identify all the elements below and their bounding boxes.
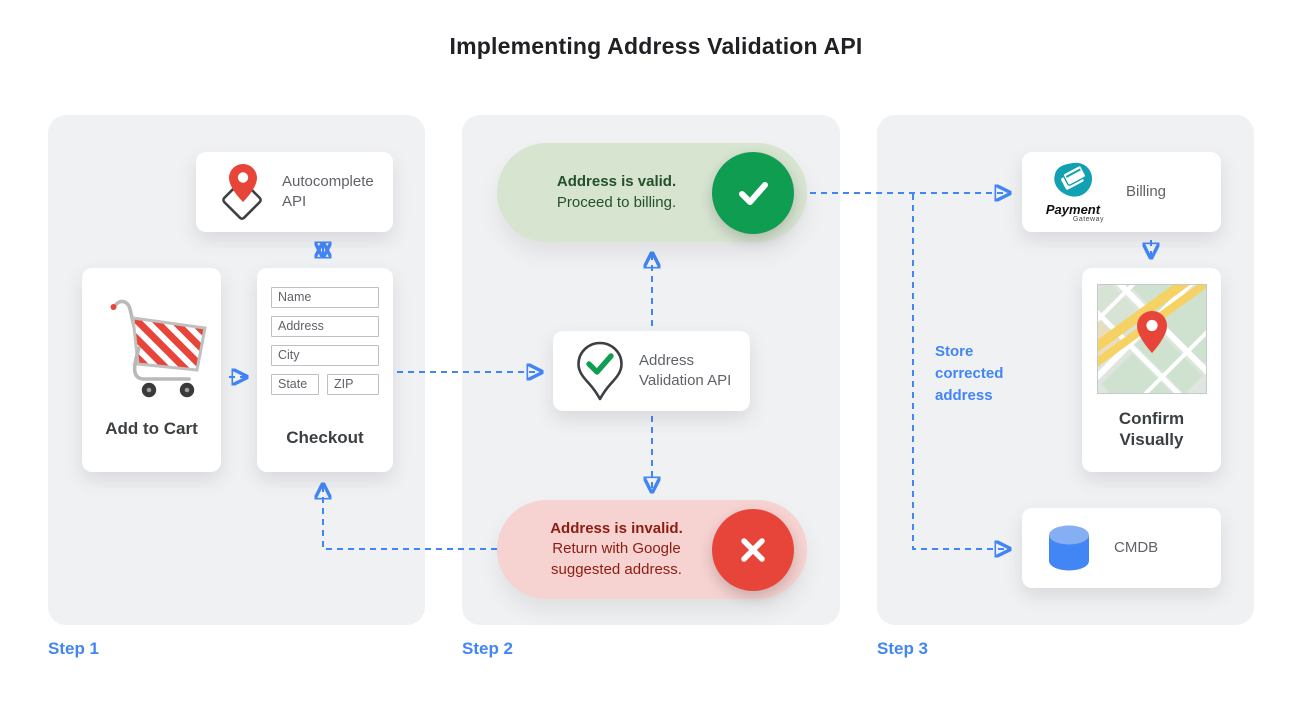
address-valid-subtitle: Proceed to billing. — [556, 193, 677, 211]
address-valid-title: Address is valid. — [556, 173, 677, 191]
map-thumbnail — [1096, 284, 1207, 394]
address-field: Address — [271, 316, 379, 337]
add-to-cart-card: Add to Cart — [82, 268, 221, 472]
address-invalid-pill: Address is invalid. Return with Google s… — [497, 500, 807, 599]
city-field: City — [271, 345, 379, 366]
step3-label: Step 3 — [877, 639, 929, 658]
payment-gateway-icon: Payment Gateway — [1038, 161, 1108, 223]
billing-card: Payment Gateway Billing — [1022, 152, 1221, 232]
address-valid-text: Address is valid. Proceed to billing. — [497, 172, 712, 213]
checkout-form: Name Address City State ZIP — [257, 268, 393, 395]
autocomplete-api-card: Autocomplete API — [196, 152, 393, 232]
address-valid-pill: Address is valid. Proceed to billing. — [497, 143, 807, 242]
step1-label: Step 1 — [48, 639, 100, 658]
address-invalid-subtitle: Return with Google suggested address. — [551, 540, 682, 578]
address-validation-api-label: Address Validation API — [639, 351, 732, 389]
shopping-cart-icon — [93, 290, 211, 407]
cmdb-card: CMDB — [1022, 508, 1221, 588]
map-pin-diamond-icon — [212, 162, 274, 222]
address-validation-api-card: Address Validation API — [553, 331, 750, 411]
zip-field: ZIP — [327, 374, 379, 395]
add-to-cart-label: Add to Cart — [105, 418, 198, 438]
address-invalid-title: Address is invalid. — [550, 520, 683, 538]
store-corrected-address-note: Store corrected address — [935, 343, 1004, 404]
payment-logo-subtitle: Gateway — [1072, 216, 1104, 223]
autocomplete-api-label: Autocomplete API — [282, 172, 374, 210]
cmdb-label: CMDB — [1114, 538, 1159, 556]
checkout-card: Name Address City State ZIP Checkout — [257, 268, 393, 472]
checkout-label: Checkout — [286, 428, 364, 447]
map-pin-check-icon — [569, 340, 631, 402]
state-field: State — [271, 374, 319, 395]
billing-label: Billing — [1126, 182, 1167, 200]
page-title: Implementing Address Validation API — [449, 33, 863, 59]
confirm-visually-card: Confirm Visually — [1082, 268, 1221, 472]
payment-logo-title: Payment — [1045, 202, 1101, 217]
confirm-visually-label: Confirm Visually — [1118, 408, 1185, 449]
check-circle-icon — [712, 151, 794, 234]
database-icon — [1038, 523, 1100, 573]
name-field: Name — [271, 287, 379, 308]
address-invalid-text: Address is invalid. Return with Google s… — [497, 519, 712, 580]
step2-label: Step 2 — [462, 639, 514, 658]
x-circle-icon — [712, 508, 794, 591]
